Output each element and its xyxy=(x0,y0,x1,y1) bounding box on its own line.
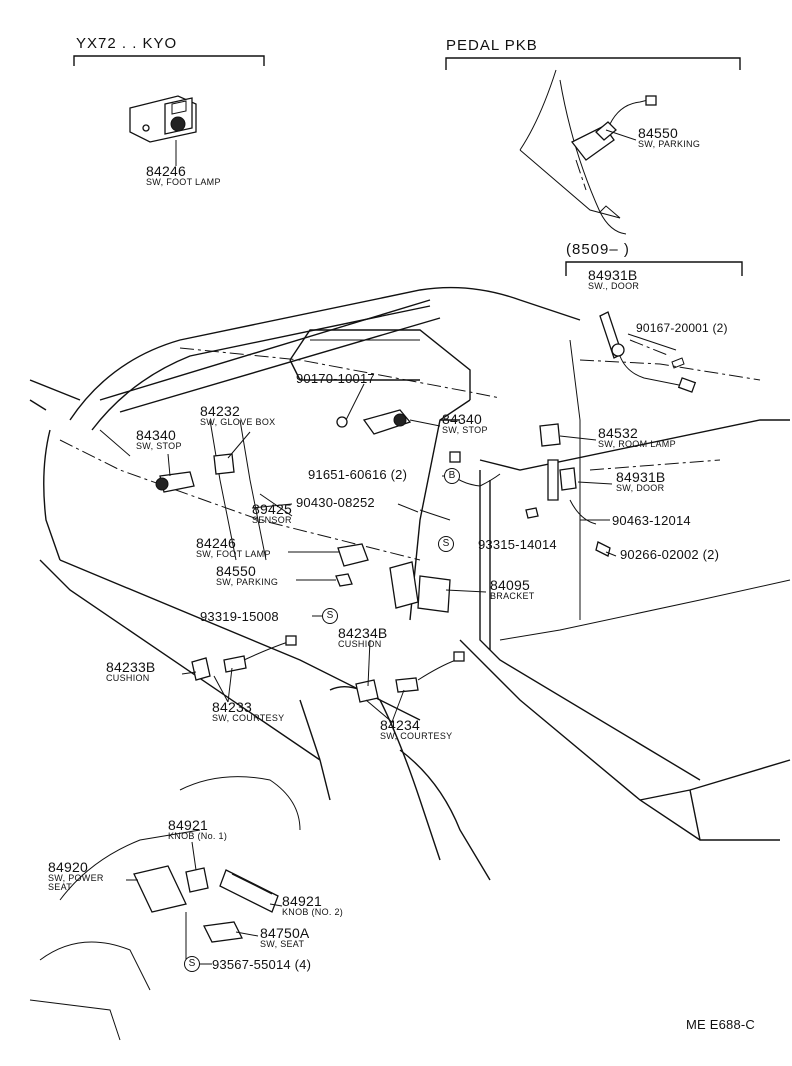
diagram-code: ME E688-C xyxy=(686,1017,755,1032)
bolt-symbol: B xyxy=(444,468,460,484)
part-number: 84750A xyxy=(260,925,310,941)
callout-84931b-top: 84931B SW., DOOR xyxy=(588,268,639,291)
callout-84095: 84095 BRACKET xyxy=(490,578,535,601)
part-number: 84233B xyxy=(106,659,156,675)
part-desc: CUSHION xyxy=(338,639,382,649)
screw-symbol: S xyxy=(184,956,200,972)
part-number: 84550 xyxy=(216,563,256,579)
part-desc: SW, STOP xyxy=(136,441,182,451)
part-number: 84246 xyxy=(146,163,186,179)
part-number: 84920 xyxy=(48,859,88,875)
part-desc: SW, STOP xyxy=(442,425,488,435)
callout-93319: 93319-15008 xyxy=(200,609,279,624)
part-desc: SW, ROOM LAMP xyxy=(598,439,676,449)
part-desc: BRACKET xyxy=(490,591,535,601)
callout-84931b-mid: 84931B SW, DOOR xyxy=(616,470,665,493)
part-desc: SW, SEAT xyxy=(260,939,305,949)
callout-84234b: 84234B CUSHION xyxy=(338,626,387,649)
callout-84233: 84233 SW, COURTESY xyxy=(212,700,284,723)
part-number: 84921 xyxy=(168,817,208,833)
callout-93567: 93567-55014 (4) xyxy=(212,957,312,972)
callout-91651: 91651-60616 (2) xyxy=(308,467,408,482)
callout-84921-no2: 84921 KNOB (NO. 2) xyxy=(282,894,343,917)
leader-lines xyxy=(126,129,677,965)
left-variant-header: YX72 . . KYO xyxy=(76,35,178,52)
part-desc: SW, DOOR xyxy=(616,483,665,493)
callout-84232: 84232 SW, GLOVE BOX xyxy=(200,404,275,427)
part-desc: SW, POWER xyxy=(48,873,104,883)
callout-84246-mid: 84246 SW, FOOT LAMP xyxy=(196,536,271,559)
part-desc: KNOB (No. 1) xyxy=(168,831,228,841)
part-number: 84550 xyxy=(638,125,678,141)
callout-89425: 89425 SENSOR xyxy=(252,502,292,525)
callout-84532: 84532 SW, ROOM LAMP xyxy=(598,426,676,449)
part-number: 84921 xyxy=(282,893,322,909)
callout-90430: 90430-08252 xyxy=(296,495,375,510)
part-number: 84095 xyxy=(490,577,530,593)
main-switches xyxy=(155,409,611,703)
callout-90170: 90170-10017 xyxy=(296,371,375,386)
callout-93315: 93315-14014 xyxy=(478,537,557,552)
callout-84234: 84234 SW, COURTESY xyxy=(380,718,452,741)
callout-84550-mid: 84550 SW, PARKING xyxy=(216,564,278,587)
part-number: 84931B xyxy=(588,267,638,283)
part-desc: SW, COURTESY xyxy=(212,713,285,723)
part-number: 89425 xyxy=(252,501,292,517)
part-desc: SW, GLOVE BOX xyxy=(200,417,276,427)
callout-90463: 90463-12014 xyxy=(612,513,691,528)
callout-84246-top: 84246 SW, FOOT LAMP xyxy=(146,164,221,187)
part-number: 84234B xyxy=(338,625,388,641)
part-desc: SW, PARKING xyxy=(216,577,279,587)
callout-84233b: 84233B CUSHION xyxy=(106,660,155,683)
date-range-header: (8509– ) xyxy=(566,241,630,258)
part-number: 84232 xyxy=(200,403,240,419)
part-desc: CUSHION xyxy=(106,673,150,683)
callout-90167: 90167-20001 (2) xyxy=(636,321,728,335)
part-number: 84340 xyxy=(136,427,176,443)
part-desc: KNOB (NO. 2) xyxy=(282,907,344,917)
screw-symbol: S xyxy=(438,536,454,552)
callout-90266: 90266-02002 (2) xyxy=(620,547,720,562)
part-number: 84532 xyxy=(598,425,638,441)
vehicle-body xyxy=(29,286,791,881)
part-number: 84233 xyxy=(212,699,252,715)
part-number: 84340 xyxy=(442,411,482,427)
part-desc: SW., DOOR xyxy=(588,281,640,291)
callout-84340-right: 84340 SW, STOP xyxy=(442,412,488,435)
part-number: 84234 xyxy=(380,717,420,733)
part-desc: SENSOR xyxy=(252,515,292,525)
foot-lamp-switch-detail xyxy=(129,95,197,166)
callout-84550-top: 84550 SW, PARKING xyxy=(638,126,700,149)
callout-84920: 84920 SW, POWER SEAT xyxy=(48,860,104,892)
part-number: 84931B xyxy=(616,469,666,485)
callout-84921-no1: 84921 KNOB (No. 1) xyxy=(168,818,227,841)
part-desc: SW, PARKING xyxy=(638,139,701,149)
seat-switch-group xyxy=(29,776,301,1041)
parking-pedal-detail xyxy=(519,69,657,235)
right-variant-header: PEDAL PKB xyxy=(446,37,538,54)
callout-84340-left: 84340 SW, STOP xyxy=(136,428,182,451)
part-desc: SEAT xyxy=(48,882,73,892)
header-brackets xyxy=(73,55,743,276)
part-number: 84246 xyxy=(196,535,236,551)
door-switch-detail xyxy=(599,311,697,393)
part-desc: SW, FOOT LAMP xyxy=(196,549,271,559)
part-desc: SW, FOOT LAMP xyxy=(146,177,221,187)
part-desc: SW, COURTESY xyxy=(380,731,453,741)
callout-84750a: 84750A SW, SEAT xyxy=(260,926,309,949)
screw-symbol: S xyxy=(322,608,338,624)
